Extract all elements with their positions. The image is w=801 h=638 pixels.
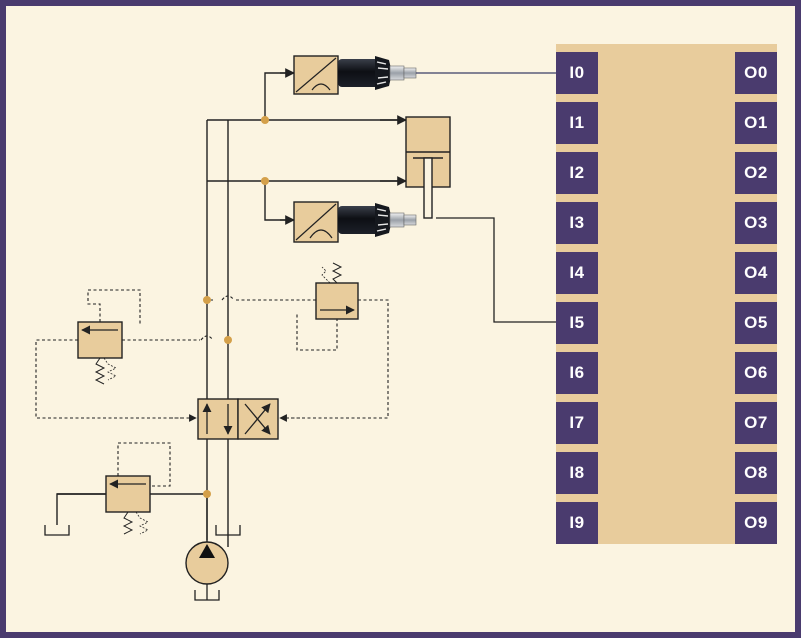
- proximity-sensor-bottom: [293, 201, 417, 243]
- plc-input-terminal: I0: [556, 52, 598, 94]
- plc-input-terminal: I7: [556, 402, 598, 444]
- pressure-relief-valve-left: [77, 321, 123, 385]
- pressure-lines: [56, 72, 406, 547]
- plc-input-terminal: I4: [556, 252, 598, 294]
- plc-input-terminal: I8: [556, 452, 598, 494]
- 4-way-directional-control-valve: [197, 398, 279, 440]
- pressure-relief-valve-bottom: [57, 475, 151, 535]
- plc-input-terminal: I2: [556, 152, 598, 194]
- plc-output-terminal: O5: [735, 302, 777, 344]
- plc-output-terminal: O9: [735, 502, 777, 544]
- plc-input-terminal: I5: [556, 302, 598, 344]
- plc-output-terminal: O1: [735, 102, 777, 144]
- double-acting-cylinder: [405, 116, 451, 219]
- plc-input-terminal: I9: [556, 502, 598, 544]
- plc-input-terminal: I1: [556, 102, 598, 144]
- plc-output-terminal: O8: [735, 452, 777, 494]
- plc-output-terminal: O3: [735, 202, 777, 244]
- junction-dots: [203, 116, 269, 498]
- plc-output-terminal: O0: [735, 52, 777, 94]
- pilot-lines: [35, 289, 389, 487]
- pressure-relief-valve-right: [315, 262, 359, 320]
- plc-output-terminal: O2: [735, 152, 777, 194]
- plc-output-terminal: O7: [735, 402, 777, 444]
- hydraulic-pump: [185, 541, 229, 600]
- proximity-sensor-top: [293, 55, 556, 95]
- plc-output-terminal: O6: [735, 352, 777, 394]
- plc-input-terminal: I3: [556, 202, 598, 244]
- plc-input-terminal: I6: [556, 352, 598, 394]
- plc-output-terminal: O4: [735, 252, 777, 294]
